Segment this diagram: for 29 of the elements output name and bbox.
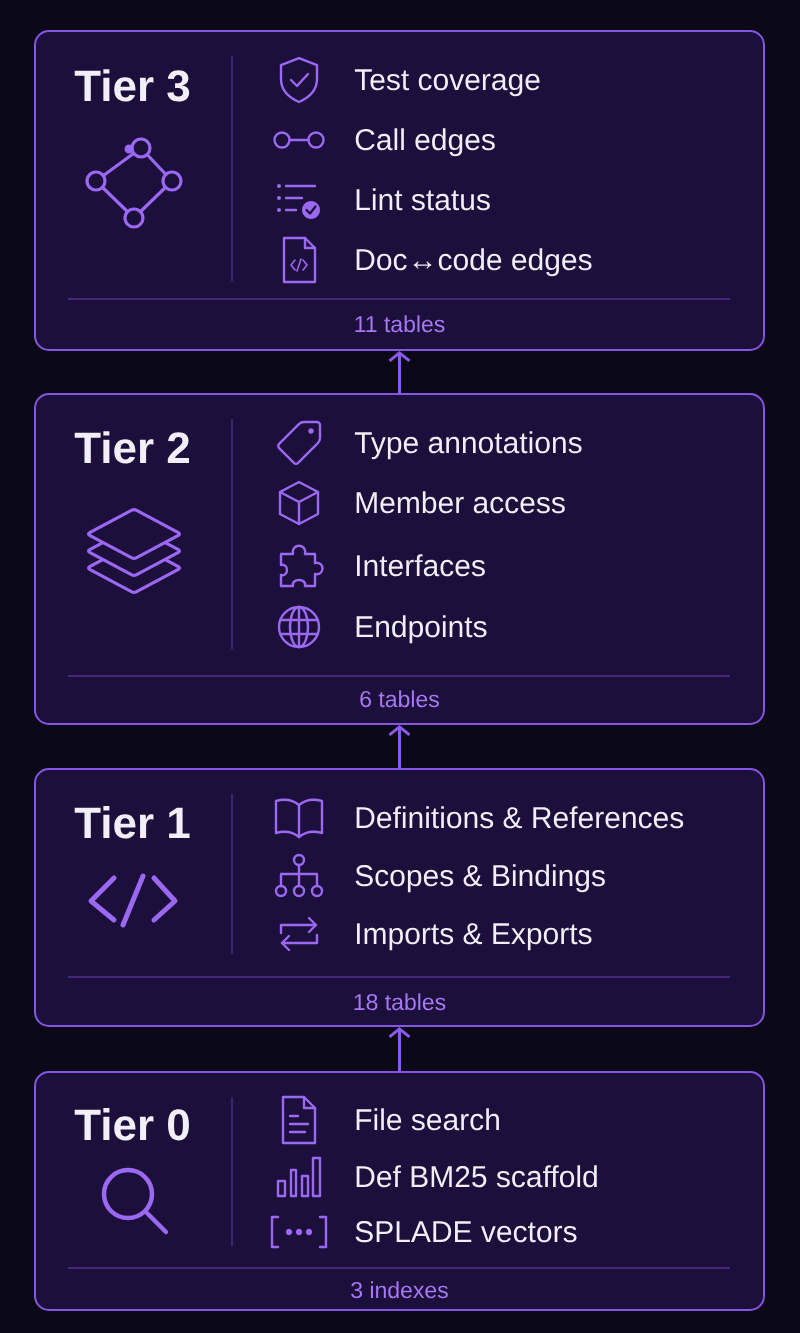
count-label: 3 indexes: [351, 1281, 448, 1299]
tier-box: [34, 393, 765, 725]
arrow: [388, 1027, 411, 1073]
tier-heading: Tier 0: [74, 1108, 189, 1141]
feature-label: Lint status: [356, 188, 490, 211]
feature-label: Interfaces: [356, 554, 485, 577]
tier-box: [34, 768, 765, 1027]
tier-heading: Tier 3: [74, 69, 190, 102]
feature-label: Endpoints: [356, 615, 487, 644]
feature-label: Def BM25 scaffold: [356, 1165, 597, 1188]
feature-label: Member access: [356, 491, 565, 514]
feature-label: Definitions & References: [356, 806, 684, 829]
tier-heading: Tier 1: [74, 806, 190, 839]
feature-label: SPLADE vectors: [355, 1221, 577, 1243]
feature-label: Scopes & Bindings: [355, 864, 605, 893]
tier-heading: Tier 2: [74, 431, 189, 464]
feature-label: Imports & Exports: [356, 923, 592, 951]
feature-label: Type annotations: [354, 431, 582, 460]
tier-box: [34, 30, 765, 351]
feature-label: File search: [356, 1108, 499, 1131]
count-label: 18 tables: [354, 993, 446, 1011]
tier-box: [34, 1071, 765, 1311]
feature-label: Test coverage: [354, 69, 540, 97]
arrow: [388, 351, 411, 395]
count-label: 11 tables: [355, 315, 445, 333]
feature-label: Call edges: [355, 128, 495, 157]
feature-label: Doc↔code edges: [356, 248, 592, 277]
count-label: 6 tables: [360, 690, 439, 708]
arrow: [388, 725, 411, 770]
